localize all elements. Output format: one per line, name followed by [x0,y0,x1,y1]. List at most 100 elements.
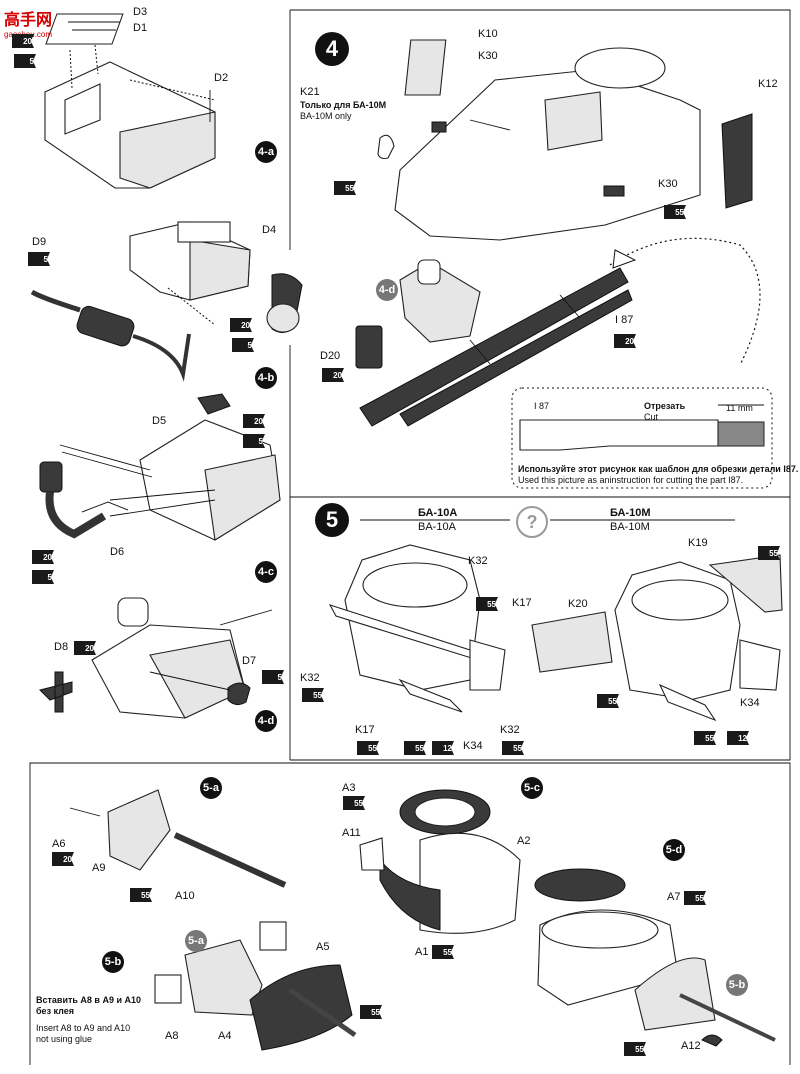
turret-ring-5c [359,789,521,934]
engine-block-4a [44,13,216,189]
paint-badge: 55 [694,731,716,745]
step-5b-circle: 5-b [102,951,124,973]
step-4b-circle: 4-b [255,367,277,389]
paint-badge-value: 5 [277,672,282,682]
variant-ba10m-en: BA-10M [610,521,650,533]
paint-badge-value: 20 [43,552,52,562]
part-label-k20: K20 [568,598,588,610]
paint-badge: 20 [230,318,252,332]
part-label-i87: I 87 [615,314,634,326]
part-label-d7: D7 [242,655,257,667]
paint-badge: 55 [664,205,686,219]
step-4d-ref-circle: 4-d [376,279,398,301]
paint-badge-value: 20 [63,854,72,864]
paint-badge: 12 [432,741,454,755]
part-label-d6: D6 [110,546,125,558]
part-label-k32a: K32 [468,555,488,567]
part-label-k19: K19 [688,537,708,549]
paint-badge: 55 [684,891,706,905]
engine-block-4d [39,597,273,719]
paint-badge-value: 5 [43,254,48,264]
paint-badge-value: 5 [29,56,34,66]
paint-badge: 55 [624,1042,646,1056]
a8-note-ru-2: без клея [36,1006,75,1016]
variant-ba10m-ru: БА-10М [610,507,651,519]
paint-badge: 20 [243,414,265,428]
part-label-a7: A7 [667,891,681,903]
part-label-a9: A9 [92,862,106,874]
part-label-d4: D4 [262,224,277,236]
gun-assembly-5b [154,921,357,1051]
cut-template-box [511,387,773,489]
paint-badge-value: 20 [23,36,32,46]
paint-badge: 20 [12,34,34,48]
engine-block-4c [39,393,281,541]
variant-question-mark: ? [516,506,548,538]
paint-badge-value: 55 [371,1007,380,1017]
paint-badge-value: 55 [608,696,617,706]
paint-badge: 55 [432,945,454,959]
part-label-a4: A4 [218,1030,232,1042]
part-label-a3: A3 [342,782,356,794]
paint-badge: 55 [130,888,152,902]
paint-badge: 5 [243,434,265,448]
paint-badge-value: 12 [738,733,747,743]
step-5d-circle: 5-d [663,839,685,861]
paint-badge-value: 20 [241,320,250,330]
paint-badge: 55 [302,688,324,702]
step-4-circle: 4 [315,32,349,66]
paint-badge: 55 [360,1005,382,1019]
variant-ba10a-ru: БА-10А [418,507,458,519]
step-5b-ref-circle: 5-b [726,974,748,996]
paint-badge-value: 55 [368,743,377,753]
paint-badge-value: 55 [141,890,150,900]
paint-badge: 55 [758,546,780,560]
step-5-circle: 5 [315,503,349,537]
paint-badge: 55 [343,796,365,810]
paint-badge-value: 20 [254,416,263,426]
engine-block-4b [30,221,303,382]
watermark-logo: 高手网 gaoshou.com [4,6,74,39]
step-4c-circle: 4-c [255,561,277,583]
part-label-k30b: K30 [658,178,678,190]
step-5c-circle: 5-c [521,777,543,799]
paint-badge: 5 [262,670,284,684]
part-label-k34b: K34 [740,697,760,709]
part-label-a2: A2 [517,835,531,847]
a8-note-en-1: Insert A8 to A9 and A10 [36,1023,131,1033]
question-text: ? [526,511,538,532]
paint-badge-value: 55 [345,183,354,193]
paint-badge: 20 [614,334,636,348]
hull-step4 [377,39,753,241]
part-label-d1: D1 [133,22,148,34]
part-label-d8: D8 [54,641,69,653]
paint-badge: 55 [357,741,379,755]
cut-label-ru: Отрезать [644,401,686,411]
template-note-en: Used this picture as aninstruction for c… [518,475,744,485]
paint-badge: 55 [334,181,356,195]
variant-ba10a-en: BA-10A [418,521,456,533]
paint-badge-value: 5 [258,436,263,446]
part-label-k30a: K30 [478,50,498,62]
paint-badge: 55 [502,741,524,755]
gun-mantle-5a [69,789,287,888]
part-label-k12: K12 [758,78,778,90]
paint-badge-value: 55 [675,207,684,217]
turret-ba10m [531,554,783,722]
turret-ba10a [328,544,506,713]
part-label-a5: A5 [316,941,330,953]
paint-badge: 20 [32,550,54,564]
paint-badge: 55 [476,597,498,611]
step-4a-circle: 4-a [255,141,277,163]
paint-badge: 55 [597,694,619,708]
paint-badge: 5 [28,252,50,266]
step-5a-ref-circle: 5-a [185,930,207,952]
cut-label-en: Cut [644,412,659,422]
part-label-a12: A12 [681,1040,701,1052]
watermark-logo-text: 高手网 [4,12,53,29]
cut-measure: 11 mm [726,403,753,413]
part-label-d9: D9 [32,236,47,248]
paint-badge: 20 [52,852,74,866]
paint-badge-value: 5 [47,572,52,582]
paint-badge: 55 [404,741,426,755]
